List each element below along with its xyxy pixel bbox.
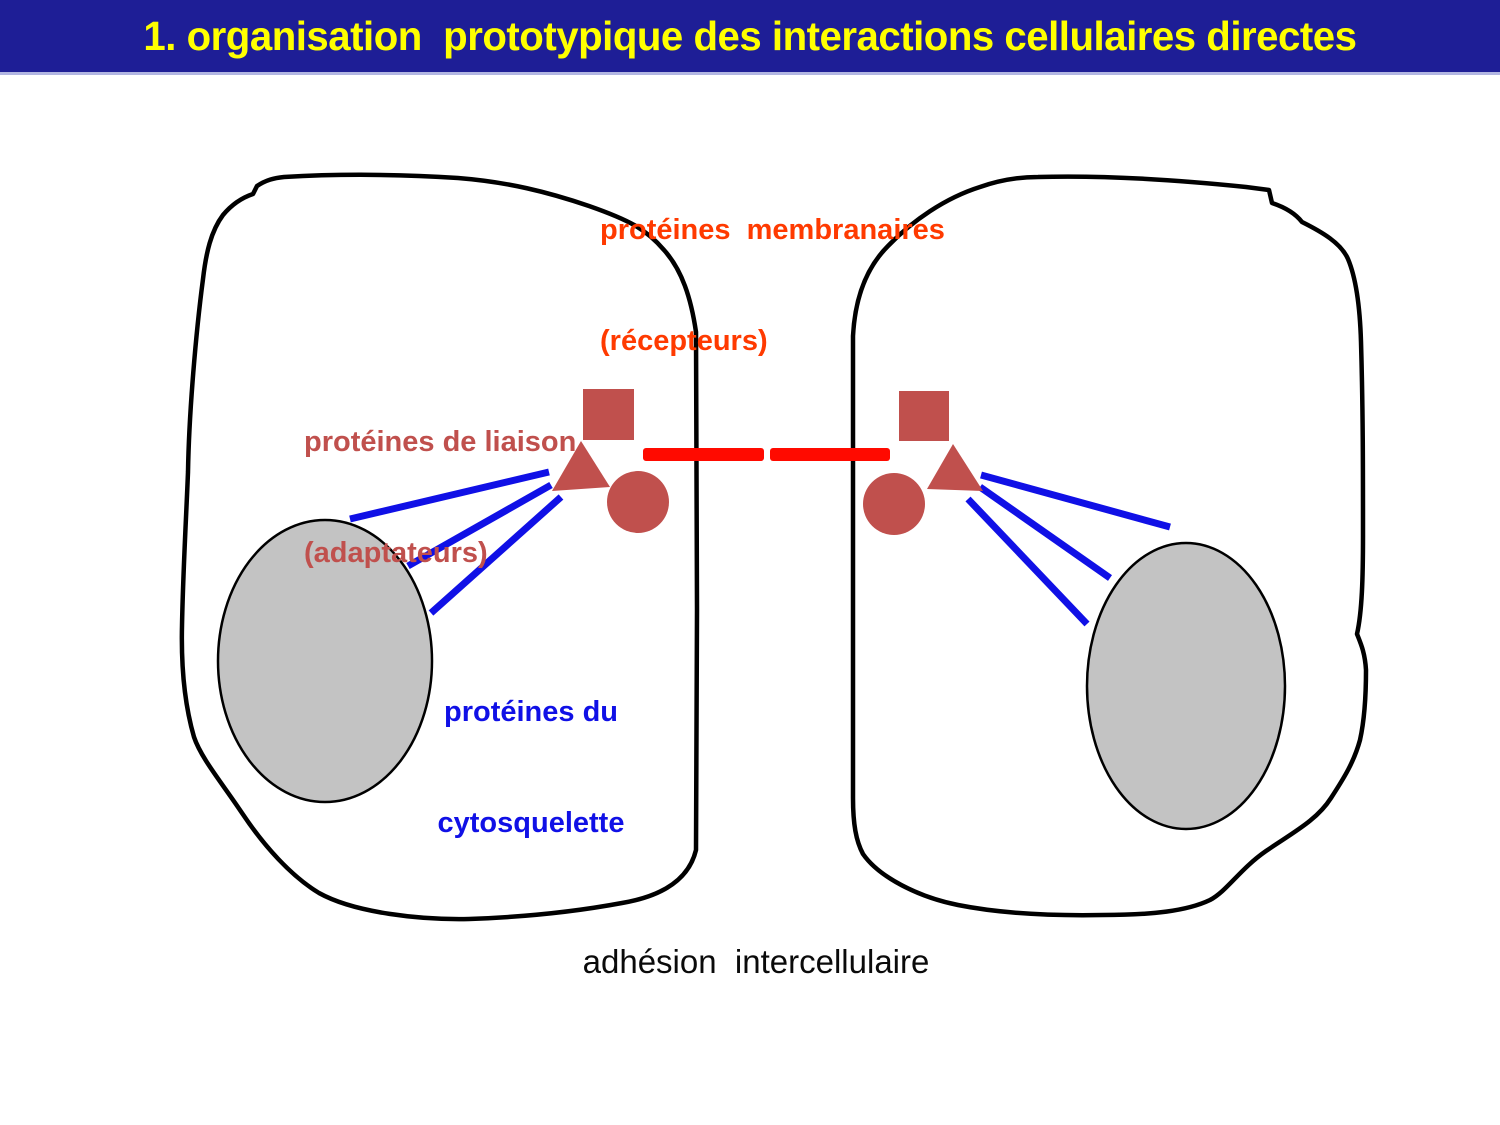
adapter-proteins-label-line2: (adaptateurs): [304, 537, 488, 569]
adapter-circle: [607, 471, 669, 533]
slide-title: 1. organisation prototypique des interac…: [143, 12, 1357, 59]
cytoskeleton-filament: [349, 468, 550, 523]
cytoskeleton-proteins-label-line1: protéines du: [443, 696, 618, 728]
adapter-square: [583, 389, 634, 440]
cytoskeleton-filament: [428, 494, 564, 616]
adapter-proteins-left: [552, 389, 669, 533]
receptor-bar-right: [770, 448, 890, 461]
membrane-proteins-label: protéines membranaires (récepteurs): [600, 138, 945, 434]
cytoskeleton-proteins-label: protéines du cytosquelette: [425, 620, 637, 916]
cytoskeleton-filament: [965, 496, 1090, 627]
membrane-proteins-label-line2: (récepteurs): [600, 325, 768, 357]
cytoskeleton-filament: [980, 471, 1171, 531]
receptor-bars: [643, 448, 890, 461]
adapter-proteins-label: protéines de liaison (adaptateurs): [304, 350, 576, 646]
adapter-circle: [863, 473, 925, 535]
left-nucleus: [216, 518, 434, 804]
right-nucleus: [1085, 541, 1287, 831]
adapter-triangle: [552, 441, 610, 491]
adapter-triangle: [927, 444, 983, 491]
adapter-square: [899, 391, 949, 441]
caption-adhesion: adhésion intercellulaire: [582, 943, 930, 980]
adapter-proteins-right: [863, 391, 983, 535]
cytoskeleton-filament: [977, 484, 1113, 581]
receptor-bar-left: [643, 448, 764, 461]
cytoskeleton-filaments-right: [965, 471, 1171, 627]
adapter-proteins-label-line1: protéines de liaison: [304, 426, 577, 458]
membrane-proteins-label-line1: protéines membranaires: [600, 214, 945, 246]
title-bar: 1. organisation prototypique des interac…: [0, 0, 1500, 75]
cytoskeleton-filament: [406, 481, 553, 570]
cytoskeleton-proteins-label-line2: cytosquelette: [437, 807, 625, 839]
cytoskeleton-filaments-left: [349, 468, 564, 616]
